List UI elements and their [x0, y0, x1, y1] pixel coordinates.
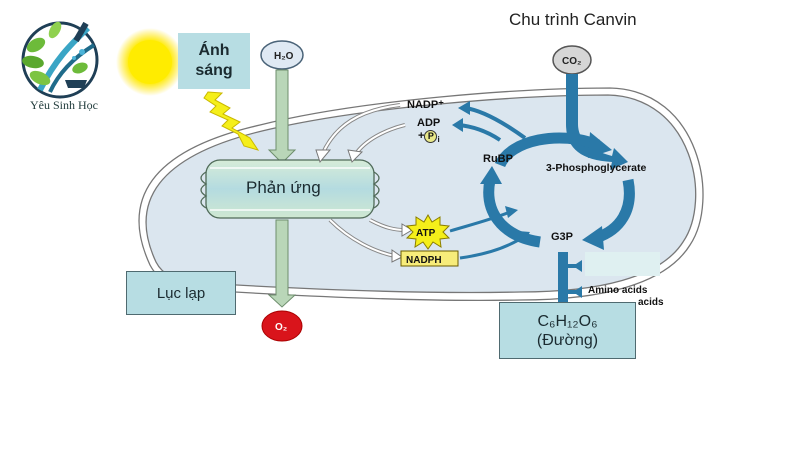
sun-icon: [116, 28, 184, 96]
lightning-icon: [203, 91, 260, 151]
pi-subscript: i: [437, 135, 440, 145]
phosphate-icon: P: [424, 130, 438, 143]
g3p-label: G3P: [551, 231, 574, 243]
diagram-title: Chu trình Canvin: [509, 10, 637, 29]
g3p-output-arrow: [558, 252, 582, 304]
pga-label: 3-Phosphoglycerate: [546, 162, 647, 174]
rubp-label: RuBP: [483, 153, 513, 165]
co2-arrow: [566, 74, 628, 170]
light-reaction-label: Phản ứng: [246, 178, 321, 197]
o2-arrow: [267, 219, 297, 308]
adp-label: ADP: [417, 117, 441, 129]
fatty-acids-label: acids: [638, 297, 664, 308]
h2o-label: H₂O: [274, 51, 294, 62]
atp-starburst: [405, 213, 451, 250]
nadph-box: [400, 250, 459, 267]
glucose-box: C₆H₁₂O₆ (Đường): [499, 302, 636, 359]
cycle-arc-rubp-to-pga: [494, 132, 601, 168]
logo-icon: [21, 21, 99, 99]
logo-text: Yêu Sinh Học: [30, 98, 98, 112]
atp-label: ATP: [416, 228, 436, 239]
co2-label: CO₂: [562, 56, 581, 67]
h2o-bubble: [260, 40, 304, 70]
nadph-label: NADPH: [406, 255, 442, 266]
pi-symbol: P: [427, 131, 434, 141]
nadp-label: NADP⁺: [407, 99, 444, 111]
cycle-arc-g3p-to-rubp: [483, 178, 541, 248]
o2-bubble: [261, 310, 303, 342]
light-label-box: Ánh sáng: [178, 33, 250, 89]
hidden-label-patch: [585, 252, 660, 276]
pi-prefix: +: [418, 130, 425, 142]
glucose-name: (Đường): [536, 331, 599, 349]
light-label: Ánh sáng: [195, 42, 233, 79]
chloroplast-label-box: Lục lạp: [126, 271, 236, 315]
thylakoid-stack: [200, 159, 380, 219]
glucose-formula: C₆H₁₂O₆: [537, 312, 598, 330]
amino-acids-label: Amino acids: [588, 285, 648, 296]
chloroplast-label: Lục lạp: [156, 284, 206, 302]
h2o-arrow: [267, 69, 297, 164]
o2-label: O₂: [275, 322, 287, 333]
